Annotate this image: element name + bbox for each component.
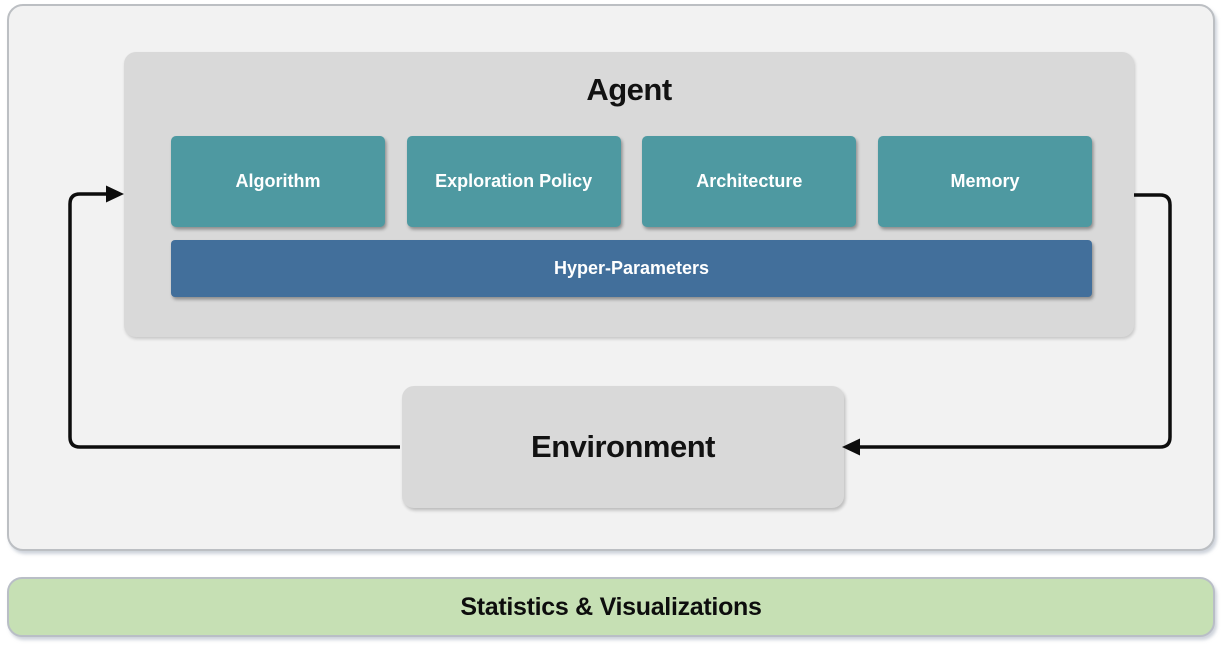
module-algorithm: Algorithm — [171, 136, 385, 227]
environment-box: Environment — [402, 386, 844, 508]
environment-title: Environment — [531, 429, 715, 464]
rl-loop-container: Agent Algorithm Exploration Policy Archi… — [7, 4, 1215, 551]
statistics-visualizations-bar: Statistics & Visualizations — [7, 577, 1215, 637]
agent-title: Agent — [586, 72, 672, 107]
module-exploration-policy: Exploration Policy — [406, 136, 621, 227]
agent-box: Agent Algorithm Exploration Policy Archi… — [124, 52, 1134, 337]
agent-modules-row: Algorithm Exploration Policy Architectur… — [171, 136, 1092, 227]
statistics-visualizations-label: Statistics & Visualizations — [460, 592, 762, 621]
module-memory: Memory — [877, 136, 1092, 227]
module-architecture: Architecture — [642, 136, 857, 227]
hyper-parameters-box: Hyper-Parameters — [171, 240, 1092, 297]
